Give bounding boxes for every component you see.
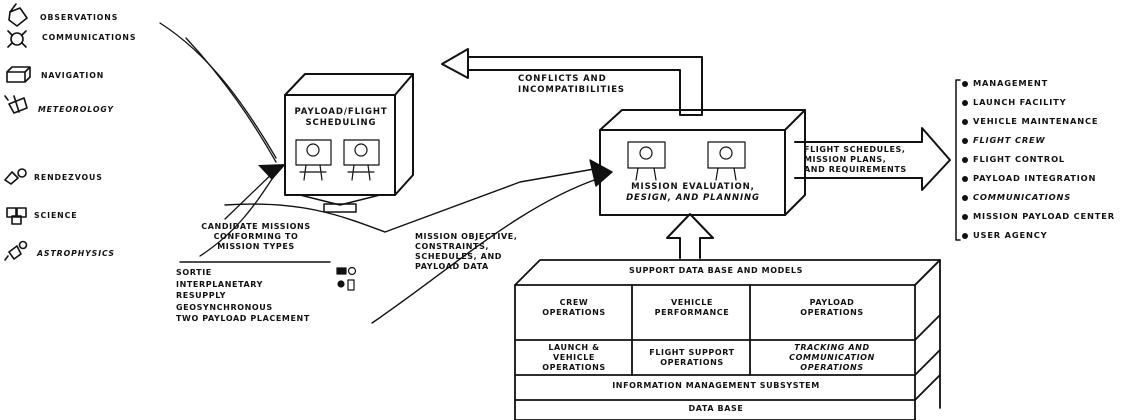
candidate-missions-title: CANDIDATE MISSIONS CONFORMING TO MISSION… (201, 222, 311, 251)
recipient-item: LAUNCH FACILITY (962, 97, 1066, 107)
database-up-arrow (666, 213, 714, 259)
recipient-item: PAYLOAD INTEGRATION (962, 173, 1096, 183)
rendezvous-icon (4, 168, 27, 185)
database-title: SUPPORT DATA BASE AND MODELS (629, 266, 803, 275)
scheduling-box (284, 73, 414, 213)
recipient-item: VEHICLE MAINTENANCE (962, 116, 1098, 126)
science-icon (6, 207, 27, 225)
astrophysics-icon (4, 240, 28, 261)
mission-type-label: SCIENCE (34, 211, 78, 220)
evaluation-box (599, 109, 806, 216)
scheduling-input-arrowhead (258, 164, 286, 180)
candidate-mission-item: TWO PAYLOAD PLACEMENT (176, 314, 310, 323)
conflicts-label: CONFLICTS AND INCOMPATIBILITIES (518, 74, 625, 95)
db-info-management-subsystem: INFORMATION MANAGEMENT SUBSYSTEM (612, 381, 820, 390)
mission-type-label: OBSERVATIONS (40, 13, 119, 22)
scheduling-title: PAYLOAD/FLIGHT SCHEDULING (294, 107, 388, 128)
mission-type-label: METEOROLOGY (38, 105, 114, 114)
recipient-item: MISSION PAYLOAD CENTER (962, 211, 1115, 221)
output-arrow (794, 127, 951, 191)
scheduling-operator-figures (295, 139, 380, 181)
mission-type-label: NAVIGATION (41, 71, 105, 80)
recipient-item: FLIGHT CONTROL (962, 154, 1065, 164)
recipient-item: MANAGEMENT (962, 78, 1048, 88)
payload-glyphs (336, 266, 357, 291)
recipient-item: USER AGENCY (962, 230, 1047, 240)
flight-output-label: FLIGHT SCHEDULES, MISSION PLANS, AND REQ… (804, 145, 907, 174)
mission-type-label: COMMUNICATIONS (42, 33, 137, 42)
candidate-mission-item: RESUPPLY (176, 291, 227, 300)
navigation-icon (6, 66, 31, 83)
recipient-item: FLIGHT CREW (962, 135, 1045, 145)
db-data-base: DATA BASE (688, 404, 744, 413)
mission-inputs-label: MISSION OBJECTIVE, CONSTRAINTS, SCHEDULE… (415, 232, 518, 271)
conflicts-feedback-arrow (441, 48, 703, 116)
recipient-bracket (955, 79, 961, 241)
candidate-mission-item: INTERPLANETARY (176, 279, 264, 289)
observations-icon (8, 3, 28, 27)
database-block (514, 259, 941, 420)
mission-type-label: ASTROPHYSICS (37, 249, 115, 258)
candidate-missions-list: SORTIE INTERPLANETARY RESUPPLY GEOSYNCHR… (176, 267, 310, 325)
evaluation-title: MISSION EVALUATION, DESIGN, AND PLANNING (626, 182, 760, 203)
candidate-mission-item: GEOSYNCHRONOUS (176, 302, 273, 312)
mission-type-label: RENDEZVOUS (34, 173, 103, 182)
recipient-item: COMMUNICATIONS (962, 192, 1071, 202)
evaluation-operator-figures (627, 141, 746, 181)
communications-icon (7, 30, 27, 48)
candidate-mission-item: SORTIE (176, 268, 212, 277)
meteorology-icon (4, 95, 28, 114)
